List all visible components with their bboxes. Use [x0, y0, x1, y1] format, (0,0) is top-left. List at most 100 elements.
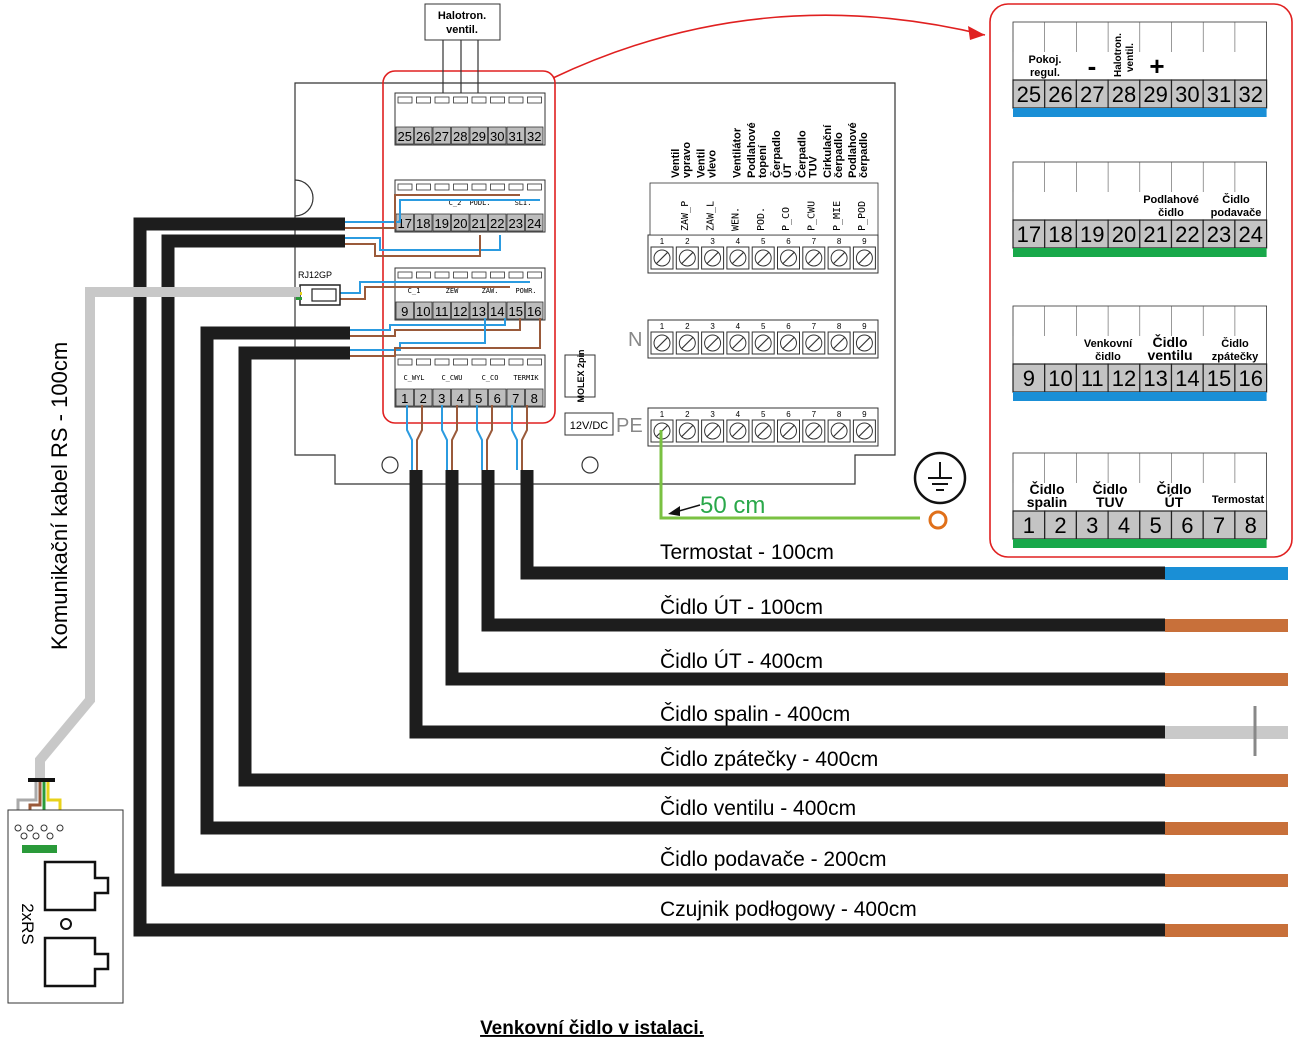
terminal-code: P_CWU	[807, 201, 818, 231]
legend-label: Podlahové	[1143, 194, 1199, 206]
legend-label: podavače	[1211, 207, 1262, 219]
terminal-number: 2	[685, 410, 690, 419]
pin-number: 21	[472, 216, 486, 231]
ground-length-label: 50 cm	[700, 492, 765, 519]
pin-number: 28	[453, 129, 467, 144]
halotron-label-1: Halotron.	[438, 10, 486, 22]
pin-number: 29	[472, 129, 486, 144]
legend-label: Čidlo	[1222, 193, 1250, 206]
power-box	[564, 412, 614, 436]
terminal-code: ZAW_L	[705, 201, 716, 231]
terminal-code: WEN.	[731, 207, 742, 231]
terminal-number: 2	[685, 237, 690, 246]
terminal-header: TUV	[808, 155, 820, 178]
terminal-number: 5	[761, 237, 766, 246]
terminal-code: P_CO	[781, 207, 792, 231]
terminal-header: Čerpadlo	[796, 130, 809, 178]
cable-end	[1165, 726, 1288, 739]
pin-number: 2	[420, 391, 427, 406]
legend-pin: 9	[1023, 366, 1035, 391]
pin-number: 8	[531, 391, 538, 406]
pin-number: 10	[416, 304, 430, 319]
pin-number: 30	[490, 129, 504, 144]
legend-pin: 14	[1175, 366, 1199, 391]
terminal-header: vlevo	[706, 150, 718, 178]
legend-pin: 24	[1239, 222, 1263, 247]
pin-number: 27	[435, 129, 449, 144]
ground-wire	[659, 430, 920, 520]
legend-pin: 29	[1143, 82, 1167, 107]
legend-label: ÚT	[1165, 493, 1184, 510]
legend-label: Halotron.	[1113, 33, 1124, 77]
legend-bar	[1013, 108, 1267, 117]
pin-number: 24	[527, 216, 541, 231]
terminal-number: 7	[812, 410, 817, 419]
legend-pin: 10	[1048, 366, 1072, 391]
pin-number: 14	[490, 304, 504, 319]
block-label: C_CO	[482, 374, 499, 382]
legend-label: spalin	[1027, 494, 1067, 510]
n-label: N	[628, 329, 642, 351]
cable-label: Čidlo zpátečky - 400cm	[660, 748, 878, 771]
legend-pin: 5	[1150, 513, 1162, 538]
legend-pin: 3	[1086, 513, 1098, 538]
terminal-number: 7	[812, 322, 817, 331]
terminal-number: 4	[736, 322, 741, 331]
legend-pin: 15	[1207, 366, 1231, 391]
legend-label: čidlo	[1095, 351, 1121, 363]
legend-pin: 16	[1239, 366, 1263, 391]
terminal-number: 8	[837, 410, 842, 419]
pin-number: 31	[509, 129, 523, 144]
cable-end	[1165, 567, 1288, 580]
terminal-number: 1	[660, 410, 665, 419]
pin-number: 20	[453, 216, 467, 231]
legend-pin: 18	[1048, 222, 1072, 247]
legend-bar	[1013, 392, 1267, 401]
cable-label: Termostat - 100cm	[660, 541, 834, 564]
legend-label: regul.	[1030, 67, 1060, 79]
legend-pin: 26	[1048, 82, 1072, 107]
pin-number: 25	[398, 129, 412, 144]
terminal-header: Ventilátor	[732, 127, 744, 178]
sensor-cables	[133, 217, 1165, 937]
terminal-number: 3	[710, 322, 715, 331]
legend-label: -	[1088, 51, 1097, 81]
block-label: TERMIK	[513, 374, 539, 382]
terminal-number: 6	[786, 410, 791, 419]
cable-label: Čidlo ventilu - 400cm	[660, 797, 856, 820]
block-label: C_WYL	[403, 374, 424, 382]
legend-pin: 23	[1207, 222, 1231, 247]
cable-end	[1165, 822, 1288, 835]
pin-number: 3	[438, 391, 445, 406]
legend-label: Čidlo	[1221, 337, 1249, 350]
pin-number: 4	[457, 391, 464, 406]
cable-end	[1165, 924, 1288, 937]
legend-pin: 8	[1245, 513, 1257, 538]
pin-number: 15	[509, 304, 523, 319]
cable-label: Čidlo ÚT - 100cm	[660, 596, 823, 619]
terminal-number: 5	[761, 410, 766, 419]
terminal-number: 6	[786, 322, 791, 331]
terminal-number: 9	[862, 410, 867, 419]
terminal-number: 4	[736, 237, 741, 246]
halotron-label-2: ventil.	[446, 24, 478, 36]
legend-pin: 1	[1023, 513, 1035, 538]
rs-terminal	[22, 845, 57, 853]
pin-number: 6	[494, 391, 501, 406]
legend-pin: 17	[1017, 222, 1041, 247]
legend-pin: 30	[1175, 82, 1199, 107]
pin-number: 5	[475, 391, 482, 406]
legend-label: Čidlo	[1157, 480, 1192, 497]
pin-number: 18	[416, 216, 430, 231]
legend-pin: 19	[1080, 222, 1104, 247]
